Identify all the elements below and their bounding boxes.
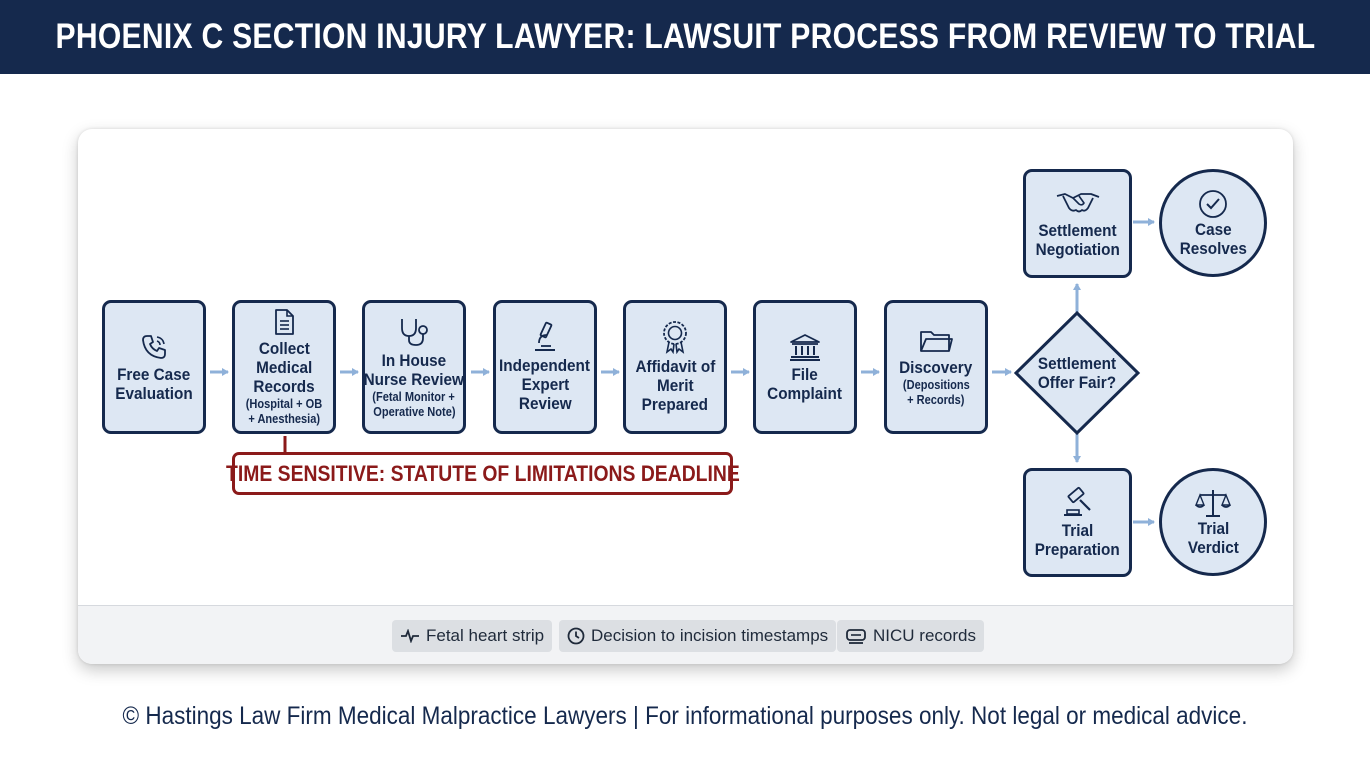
step-sublabel: (Hospital + OB bbox=[245, 396, 323, 411]
step-sublabel: (Depositions bbox=[902, 377, 970, 392]
step-label: Negotiation bbox=[1035, 240, 1120, 259]
incubator-icon bbox=[846, 629, 866, 644]
footer-disclaimer: © Hastings Law Firm Medical Malpractice … bbox=[0, 702, 1370, 731]
tag-fetal-heart-strip: Fetal heart strip bbox=[392, 620, 553, 652]
step-label: Trial bbox=[1061, 521, 1094, 540]
phone-icon bbox=[142, 334, 166, 359]
deadline-label: TIME SENSITIVE: STATUTE OF LIMITATIONS D… bbox=[225, 460, 740, 486]
tag-label: Decision to incision timestamps bbox=[591, 626, 829, 645]
step-file-complaint: File Complaint bbox=[753, 300, 857, 434]
outcome-label: Resolves bbox=[1179, 239, 1247, 258]
decision-diamond bbox=[1013, 310, 1141, 436]
outcome-label: Case bbox=[1194, 220, 1232, 239]
step-sublabel: + Records) bbox=[907, 392, 965, 407]
page-header: PHOENIX C SECTION INJURY LAWYER: LAWSUIT… bbox=[0, 0, 1370, 74]
decision-settlement-offer-fair: Settlement Offer Fair? bbox=[1017, 354, 1137, 392]
step-discovery: Discovery (Depositions + Records) bbox=[884, 300, 988, 434]
document-icon bbox=[275, 309, 294, 335]
step-label: Independent bbox=[499, 356, 591, 375]
tag-label: NICU records bbox=[873, 626, 976, 645]
step-label: Records bbox=[253, 377, 315, 396]
step-in-house-nurse-review: In House Nurse Review (Fetal Monitor + O… bbox=[362, 300, 466, 434]
outcome-case-resolves: Case Resolves bbox=[1159, 169, 1267, 277]
step-label: Complaint bbox=[767, 383, 843, 403]
step-label: Prepared bbox=[641, 395, 709, 414]
step-collect-medical-records: Collect Medical Records (Hospital + OB +… bbox=[232, 300, 336, 434]
microscope-icon bbox=[535, 321, 555, 351]
step-trial-preparation: Trial Preparation bbox=[1023, 468, 1132, 577]
step-independent-expert-review: Independent Expert Review bbox=[493, 300, 597, 434]
outcome-label: Trial bbox=[1197, 519, 1229, 538]
tag-label: Fetal heart strip bbox=[426, 626, 545, 645]
step-affidavit-of-merit: Affidavit of Merit Prepared bbox=[623, 300, 727, 434]
heartbeat-icon bbox=[401, 629, 419, 643]
check-circle-icon bbox=[1199, 190, 1227, 218]
footer-text: © Hastings Law Firm Medical Malpractice … bbox=[122, 702, 1248, 730]
step-settlement-negotiation: Settlement Negotiation bbox=[1023, 169, 1132, 278]
step-sublabel: Operative Note) bbox=[372, 403, 456, 419]
step-label: Review bbox=[518, 394, 572, 413]
decision-label: Offer Fair? bbox=[1037, 373, 1117, 392]
handshake-icon bbox=[1056, 193, 1099, 213]
step-sublabel: (Fetal Monitor + bbox=[372, 388, 456, 404]
page-title: PHOENIX C SECTION INJURY LAWYER: LAWSUIT… bbox=[55, 17, 1315, 56]
step-label: Collect bbox=[258, 339, 310, 358]
evidence-tag-bar: Fetal heart strip Decision to incision t… bbox=[78, 605, 1293, 664]
step-label: Evaluation bbox=[115, 383, 193, 403]
tag-decision-to-incision: Decision to incision timestamps bbox=[559, 620, 837, 652]
tag-nicu-records: NICU records bbox=[837, 620, 984, 652]
outcome-label: Verdict bbox=[1187, 538, 1239, 557]
step-label: Expert bbox=[521, 375, 569, 394]
step-label: Preparation bbox=[1034, 540, 1121, 559]
gavel-icon bbox=[1063, 486, 1091, 516]
courthouse-icon bbox=[790, 333, 820, 361]
step-sublabel: + Anesthesia) bbox=[248, 411, 320, 426]
step-free-case-evaluation: Free Case Evaluation bbox=[102, 300, 206, 434]
award-seal-icon bbox=[663, 321, 687, 354]
step-label: Affidavit of bbox=[635, 357, 715, 376]
statute-of-limitations-banner: TIME SENSITIVE: STATUTE OF LIMITATIONS D… bbox=[226, 452, 739, 495]
step-label: File bbox=[791, 364, 819, 384]
outcome-trial-verdict: Trial Verdict bbox=[1159, 468, 1267, 576]
clock-icon bbox=[567, 627, 585, 645]
scales-icon bbox=[1195, 490, 1231, 517]
step-label: Free Case bbox=[117, 364, 191, 384]
step-label: In House bbox=[381, 350, 447, 370]
folder-icon bbox=[920, 331, 953, 352]
step-label: Settlement bbox=[1038, 221, 1117, 240]
stethoscope-icon bbox=[401, 318, 428, 346]
step-label: Discovery bbox=[899, 358, 973, 377]
step-label: Medical bbox=[255, 358, 313, 377]
step-label: Merit bbox=[656, 376, 694, 395]
decision-label: Settlement bbox=[1037, 354, 1117, 373]
step-label: Nurse Review bbox=[363, 369, 465, 389]
